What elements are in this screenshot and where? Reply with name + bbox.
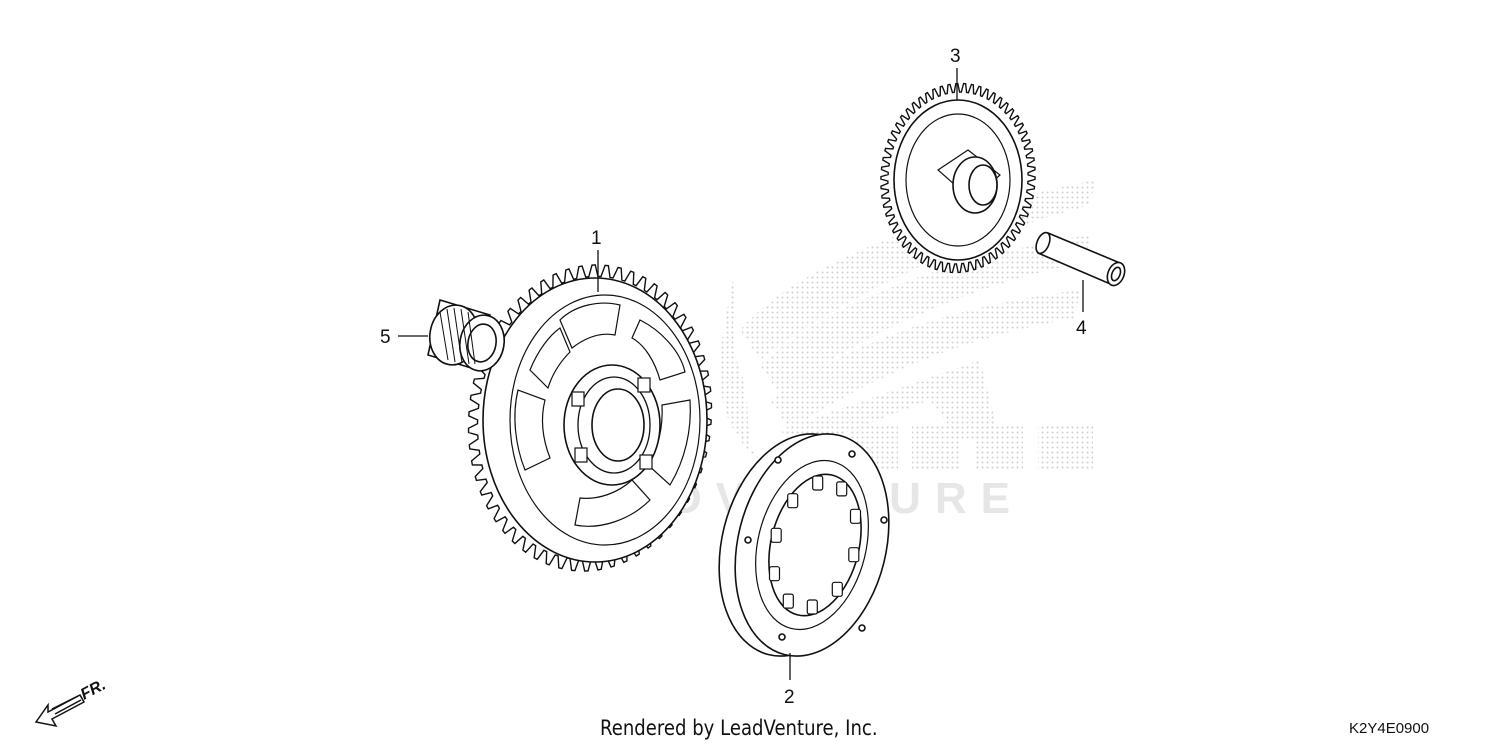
- clutch-roller-pocket: [812, 475, 824, 491]
- clutch-roller-pocket: [849, 508, 862, 524]
- render-credit: Rendered by LeadVenture, Inc.: [600, 716, 878, 740]
- clutch-roller-pocket: [806, 599, 818, 615]
- part-5-needle-bearing[interactable]: [425, 298, 508, 374]
- callout-3[interactable]: 3: [950, 46, 961, 67]
- callout-1[interactable]: 1: [591, 228, 602, 249]
- clutch-roller-pocket: [787, 493, 799, 509]
- leader-lines: [398, 68, 1084, 680]
- callout-5[interactable]: 5: [380, 327, 391, 348]
- part-4-shaft[interactable]: [1033, 231, 1128, 289]
- front-direction-arrow-icon: [34, 693, 86, 728]
- callout-4[interactable]: 4: [1076, 318, 1087, 339]
- callout-2[interactable]: 2: [784, 687, 795, 708]
- clutch-roller-pocket: [768, 566, 781, 582]
- diagram-code: K2Y4E0900: [1349, 720, 1430, 737]
- honda-wordmark-watermark: [850, 425, 1093, 470]
- front-direction-marker: FR.: [34, 676, 109, 728]
- part-2-starter-clutch[interactable]: [697, 417, 911, 672]
- part-1-starter-driven-gear[interactable]: [467, 264, 713, 572]
- clutch-roller-pocket: [770, 527, 782, 543]
- clutch-roller-pocket: [836, 481, 848, 497]
- clutch-roller-pocket: [831, 581, 843, 597]
- clutch-roller-pocket: [782, 593, 794, 609]
- part-3-driven-gear[interactable]: [880, 82, 1036, 274]
- clutch-roller-pocket: [848, 547, 860, 563]
